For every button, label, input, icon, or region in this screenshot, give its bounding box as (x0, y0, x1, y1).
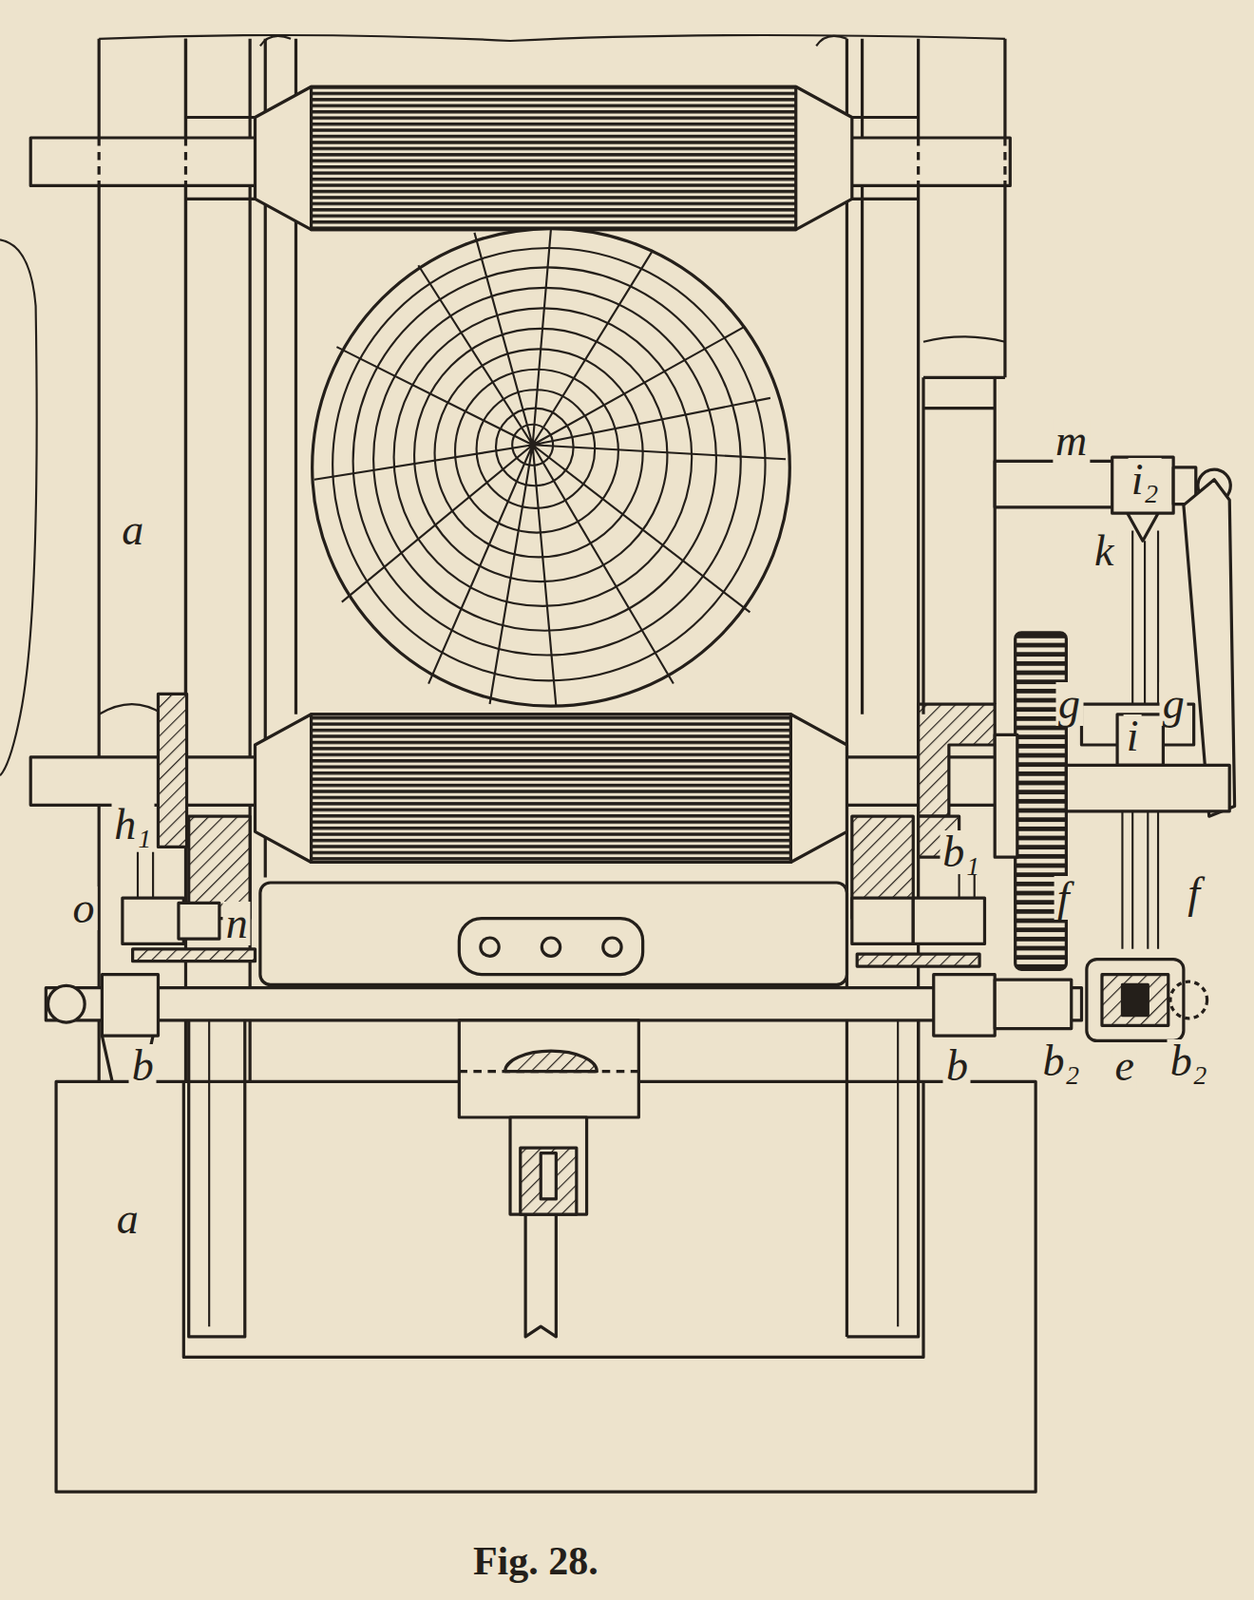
part-letter: b (129, 1044, 157, 1088)
part-letter: b₂ (1040, 1039, 1083, 1083)
part-letter: m (1052, 418, 1090, 463)
part-letter: i (1123, 714, 1142, 759)
part-letter: o (70, 886, 98, 931)
part-letter: g (1159, 682, 1188, 726)
part-letter: k (1091, 529, 1117, 573)
part-letter: h₁ (111, 802, 154, 847)
part-letter: a (114, 1197, 142, 1241)
part-letter: a (118, 508, 147, 552)
part-letter: i₂ (1128, 457, 1162, 502)
part-letter: b₁ (939, 830, 983, 874)
part-letter: b (943, 1044, 971, 1088)
part-letter: f (1054, 875, 1073, 920)
figure-caption: Fig. 28. (473, 1538, 599, 1584)
part-letter: b₂ (1167, 1039, 1211, 1083)
part-letter: f (1184, 871, 1203, 915)
part-letter: n (223, 901, 251, 946)
part-letter: e (1111, 1044, 1137, 1088)
part-letter: g (1055, 682, 1083, 726)
